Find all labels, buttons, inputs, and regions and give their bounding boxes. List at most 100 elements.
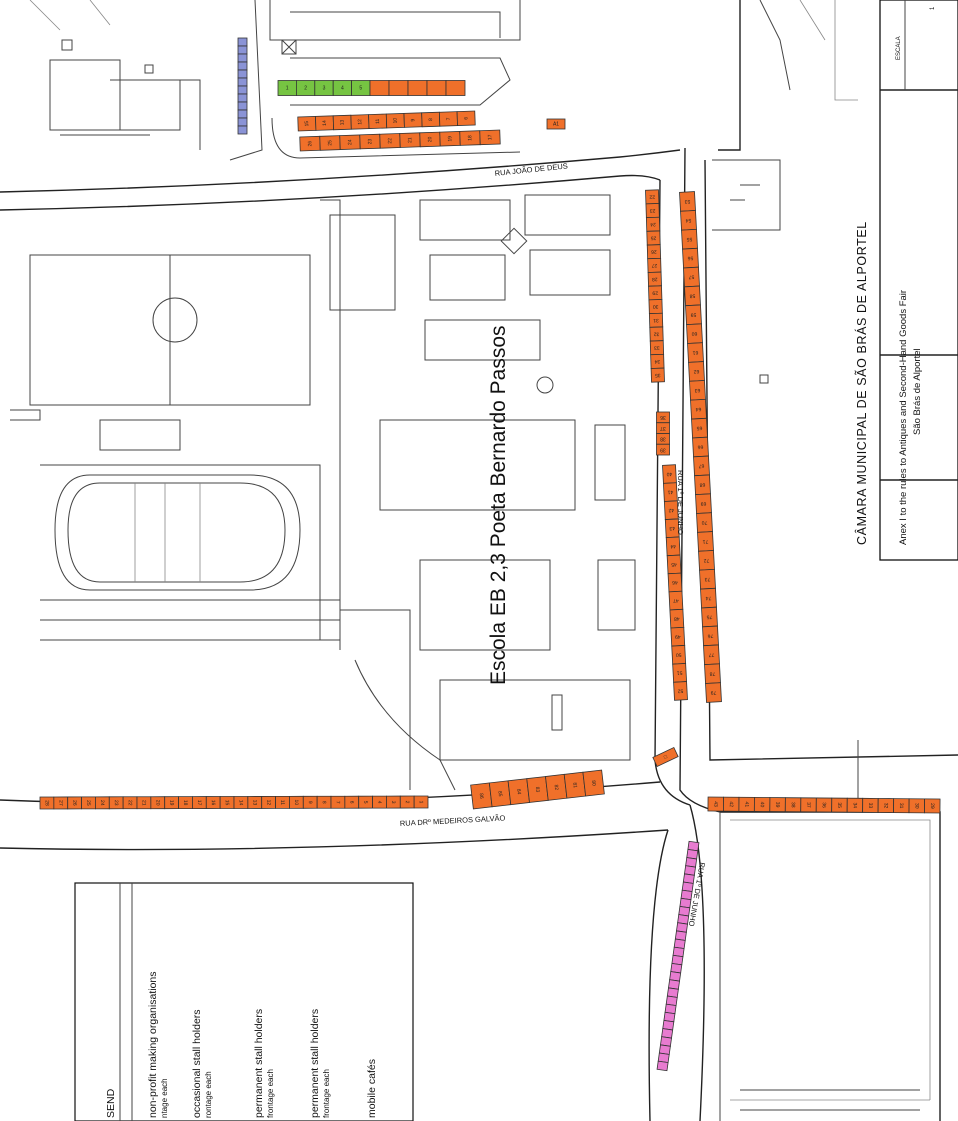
stall-number: 70 [701,519,707,525]
legend: SEND non-profit making organisations nta… [74,882,414,1121]
stall-orange: 62 [688,361,705,382]
stall-number: 34 [852,802,858,808]
stall-number: 35 [655,372,661,378]
stall-number: 15 [224,800,230,806]
stall-orange: 8 [316,795,332,809]
stall-orange: 4 [372,795,387,809]
stall-blue [237,109,248,119]
stall-orange: 9 [302,795,318,809]
stall-number: 45 [671,561,677,567]
stall-orange: 24 [95,796,110,810]
stall-orange: 25 [319,135,341,151]
stall-orange: 39 [769,797,786,813]
street-label-1-junho-north: RUA 1º DE JUNHO [676,470,685,535]
stall-orange: 12 [350,114,370,130]
stall-orange: 23 [108,796,124,810]
stall-orange: 48 [669,608,685,629]
stall-orange: 73 [699,568,716,590]
stall-number: 43 [712,801,718,807]
stall-number: 33 [867,803,873,809]
stall-orange: 77 [703,644,720,666]
stall-number: 43 [669,525,675,531]
stall-number: 18 [467,135,473,141]
legend-item-4-label: permanent stall holders [309,1009,321,1118]
stall-orange: 46 [667,572,683,593]
stall-orange: 30 [648,299,663,315]
stall-orange [369,80,390,96]
stall-number: 17 [196,800,202,806]
stall-number: 36 [660,414,666,420]
stall-orange: 27 [647,257,662,273]
stall-number: 11 [279,800,285,805]
stall-orange: 19 [439,130,461,147]
stall-orange: 72 [698,550,715,571]
stall-orange: 42 [723,796,740,812]
stall-orange: 21 [399,132,421,148]
stall-orange: 32 [649,326,664,342]
legend-item-1-label: non-profit making organisations [147,972,159,1119]
stall-number: 75 [706,614,712,620]
stall-number: 77 [708,651,714,657]
stall-orange: 41 [738,796,755,812]
stall-orange: 20 [419,131,441,148]
stall-orange: 11 [275,795,290,809]
stall-orange: 41 [663,482,678,502]
stall-number: 33 [654,344,660,350]
stall-number: 23 [113,800,119,806]
stall-orange: 39 [656,443,670,456]
stall-orange: 26 [646,244,662,260]
stall-number: 50 [676,651,682,657]
stall-number: 51 [676,669,682,675]
stall-orange: 6 [344,795,360,809]
stall-number: 7 [446,117,452,120]
stall-number: 55 [686,236,692,242]
blue-stall-group [237,37,248,135]
stall-number: 26 [307,141,313,147]
stall-orange: 79 [705,682,722,703]
stall-number: 27 [651,262,657,268]
stall-number: 31 [653,317,659,323]
stall-number: 1 [286,85,289,91]
stall-orange: 35 [831,797,848,813]
stall-number: 9 [307,801,313,804]
stall-orange: 22 [122,796,138,810]
stall-number: 21 [407,137,413,143]
stall-number: 2 [404,801,410,804]
stall-green: 5 [351,80,371,96]
stall-number: 37 [660,425,666,431]
stall-number: 4 [341,85,344,91]
stall-number: 32 [653,331,659,337]
stall-green: 2 [296,80,316,96]
stall-orange: 49 [670,626,686,647]
stall-number: 86 [478,793,485,799]
stall-orange: 33 [862,797,879,813]
stall-number: 34 [654,358,660,364]
stall-number: 53 [684,198,690,204]
stall-number: 81 [571,782,578,788]
stall-number: 8 [428,118,434,121]
stall-number: 65 [696,425,702,431]
stall-number: 22 [387,138,393,144]
stall-number: 78 [709,670,715,676]
stall-orange: 27 [53,796,69,810]
stall-orange: 74 [700,587,717,609]
legend-item-1-sub: ntage each [160,1078,169,1118]
stall-number: 23 [367,138,373,144]
stall-number: 22 [649,193,655,199]
stall-orange: 23 [645,203,660,219]
stall-blue [237,45,248,55]
school-label: Escola EB 2,3 Poeta Bernardo Passos [487,325,510,685]
stall-orange: 10 [385,112,405,129]
stall-number: 29 [652,289,658,295]
stall-number: 26 [71,800,77,806]
stall-orange: 22 [379,133,401,149]
stall-orange: 57 [683,266,700,288]
stall-number: 56 [687,255,693,261]
stall-number: 27 [57,800,63,806]
stall-orange: 33 [649,340,665,356]
stall-orange: 84 [507,778,530,806]
stall-number: 35 [836,802,842,808]
stall-number: 16 [210,800,216,806]
